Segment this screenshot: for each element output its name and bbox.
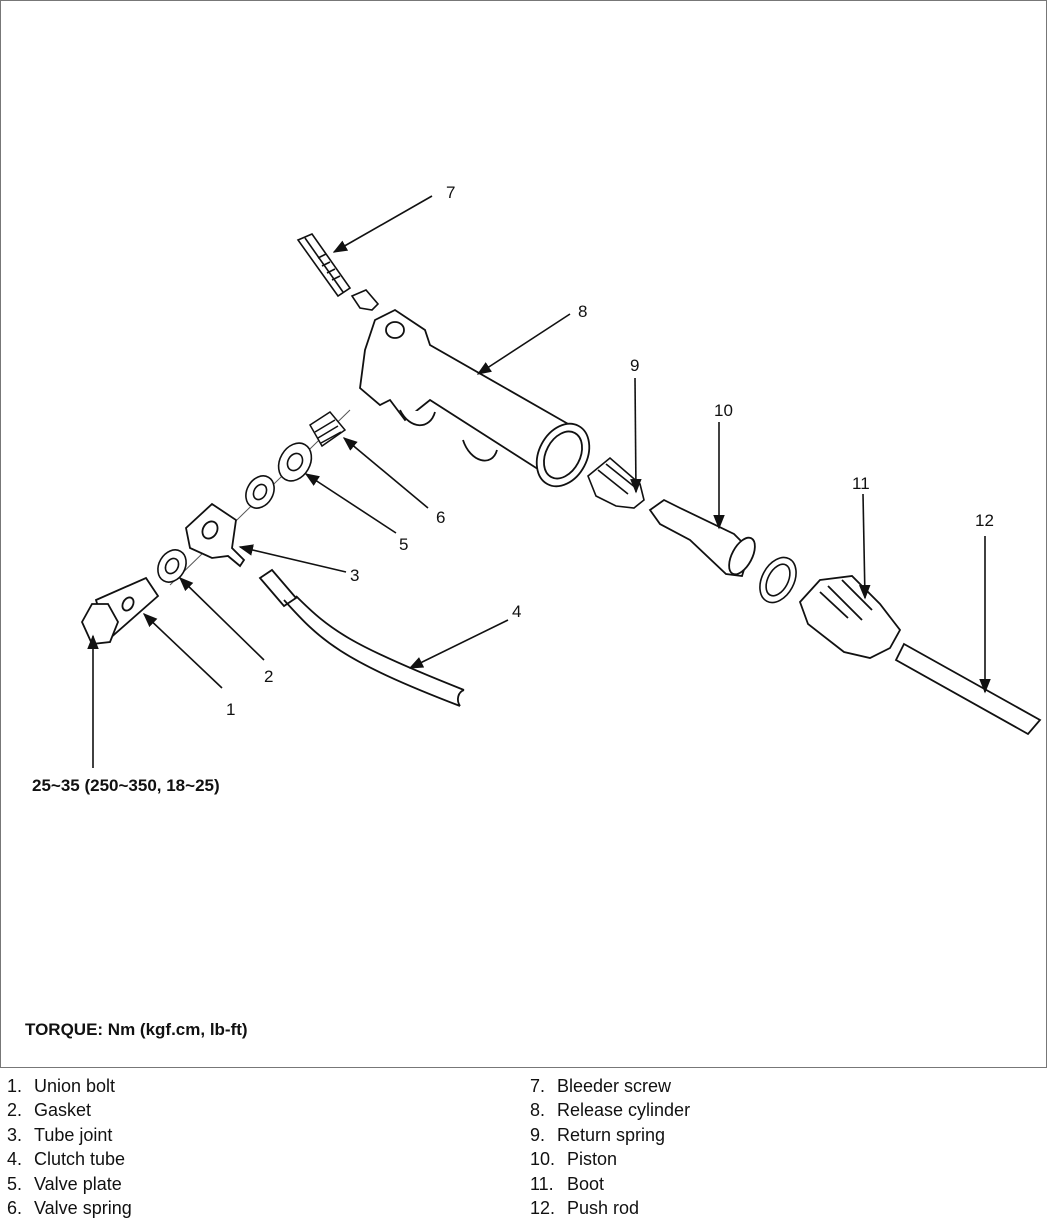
leader-3 <box>238 544 347 573</box>
legend-label: Tube joint <box>34 1124 113 1145</box>
callout-8: 8 <box>578 302 587 321</box>
legend-label: Return spring <box>557 1124 666 1145</box>
callout-7: 7 <box>446 183 455 202</box>
leader-11 <box>858 493 871 600</box>
callout-3: 3 <box>350 566 359 585</box>
legend-label: Release cylinder <box>557 1100 691 1121</box>
legend-item: 5. Valve plate <box>7 1172 132 1196</box>
legend-item: 6. Valve spring <box>7 1196 132 1220</box>
diagram-frame <box>0 0 1047 1068</box>
leader-1 <box>142 613 223 689</box>
bleeder-screw-part <box>296 233 380 311</box>
legend-number: 2. <box>7 1100 23 1121</box>
union-bolt-part <box>80 576 160 645</box>
legend-item: 11. Boot <box>530 1172 690 1196</box>
legend-label: Bleeder screw <box>557 1076 672 1096</box>
legend-item: 7. Bleeder screw <box>530 1074 690 1098</box>
torque-units-note: TORQUE: Nm (kgf.cm, lb-ft) <box>25 1020 248 1039</box>
legend-number: 10. <box>530 1149 556 1170</box>
legend-label: Clutch tube <box>34 1149 126 1170</box>
legend-item: 4. Clutch tube <box>7 1147 132 1171</box>
legend-number: 5. <box>7 1173 23 1194</box>
legend-number: 3. <box>7 1124 23 1145</box>
torque-spec: 25~35 (250~350, 18~25) <box>32 776 220 795</box>
leader-4 <box>408 619 509 669</box>
leader-8 <box>476 313 571 375</box>
legend-item: 12. Push rod <box>530 1196 690 1220</box>
legend-right-column: 7. Bleeder screw 8. Release cylinder 9. Ret… <box>530 1074 690 1220</box>
legend-number: 9. <box>530 1124 546 1145</box>
legend-number: 8. <box>530 1100 546 1121</box>
release-cylinder-part <box>359 308 591 488</box>
leader-5 <box>304 473 397 534</box>
legend-item: 3. Tube joint <box>7 1123 132 1147</box>
callout-1: 1 <box>226 700 235 719</box>
legend-item: 9. Return spring <box>530 1123 690 1147</box>
leader-2 <box>178 576 265 661</box>
legend-number: 1. <box>7 1076 23 1096</box>
legend-item: 8. Release cylinder <box>530 1098 690 1122</box>
legend-label: Valve plate <box>34 1173 122 1194</box>
legend-label: Push rod <box>567 1198 640 1219</box>
legend-label: Piston <box>567 1149 618 1170</box>
legend-number: 11. <box>530 1173 554 1194</box>
seal-ring-part <box>245 475 275 509</box>
clutch-tube-part <box>258 568 465 707</box>
legend-label: Union bolt <box>34 1076 116 1096</box>
leader-9 <box>630 377 642 494</box>
exploded-view-diagram: 7 8 9 10 11 12 6 5 3 4 2 1 <box>80 183 1042 768</box>
leader-6 <box>342 437 429 509</box>
callout-11: 11 <box>852 474 870 493</box>
boot-part <box>798 575 902 659</box>
legend-item: 10. Piston <box>530 1147 690 1171</box>
callout-labels: 7 8 9 10 11 12 6 5 3 4 2 1 <box>226 183 994 719</box>
legend-number: 4. <box>7 1149 23 1170</box>
callout-4: 4 <box>512 602 521 621</box>
push-rod-part <box>894 642 1042 736</box>
legend-number: 7. <box>530 1076 546 1096</box>
piston-part <box>648 498 756 577</box>
legend-label: Boot <box>567 1173 605 1194</box>
callout-6: 6 <box>436 508 445 527</box>
callout-10: 10 <box>714 401 733 420</box>
legend-label: Gasket <box>34 1100 92 1121</box>
leader-lines <box>87 195 991 768</box>
valve-plate-part <box>277 442 313 482</box>
callout-12: 12 <box>975 511 994 530</box>
callout-9: 9 <box>630 356 639 375</box>
gasket-part <box>157 549 187 583</box>
legend-left-column: 1. Union bolt 2. Gasket 3. Tube joint 4. Clu… <box>7 1074 132 1220</box>
retaining-ring-part <box>759 556 797 604</box>
valve-spring-part <box>308 411 347 448</box>
legend-item: 2. Gasket <box>7 1098 132 1122</box>
legend-item: 1. Union bolt <box>7 1074 132 1098</box>
callout-5: 5 <box>399 535 408 554</box>
legend-number: 12. <box>530 1198 556 1219</box>
tube-joint-part <box>185 502 246 568</box>
legend-label: Valve spring <box>34 1198 132 1219</box>
legend-number: 6. <box>7 1198 23 1219</box>
leader-7 <box>332 195 433 253</box>
callout-2: 2 <box>264 667 273 686</box>
